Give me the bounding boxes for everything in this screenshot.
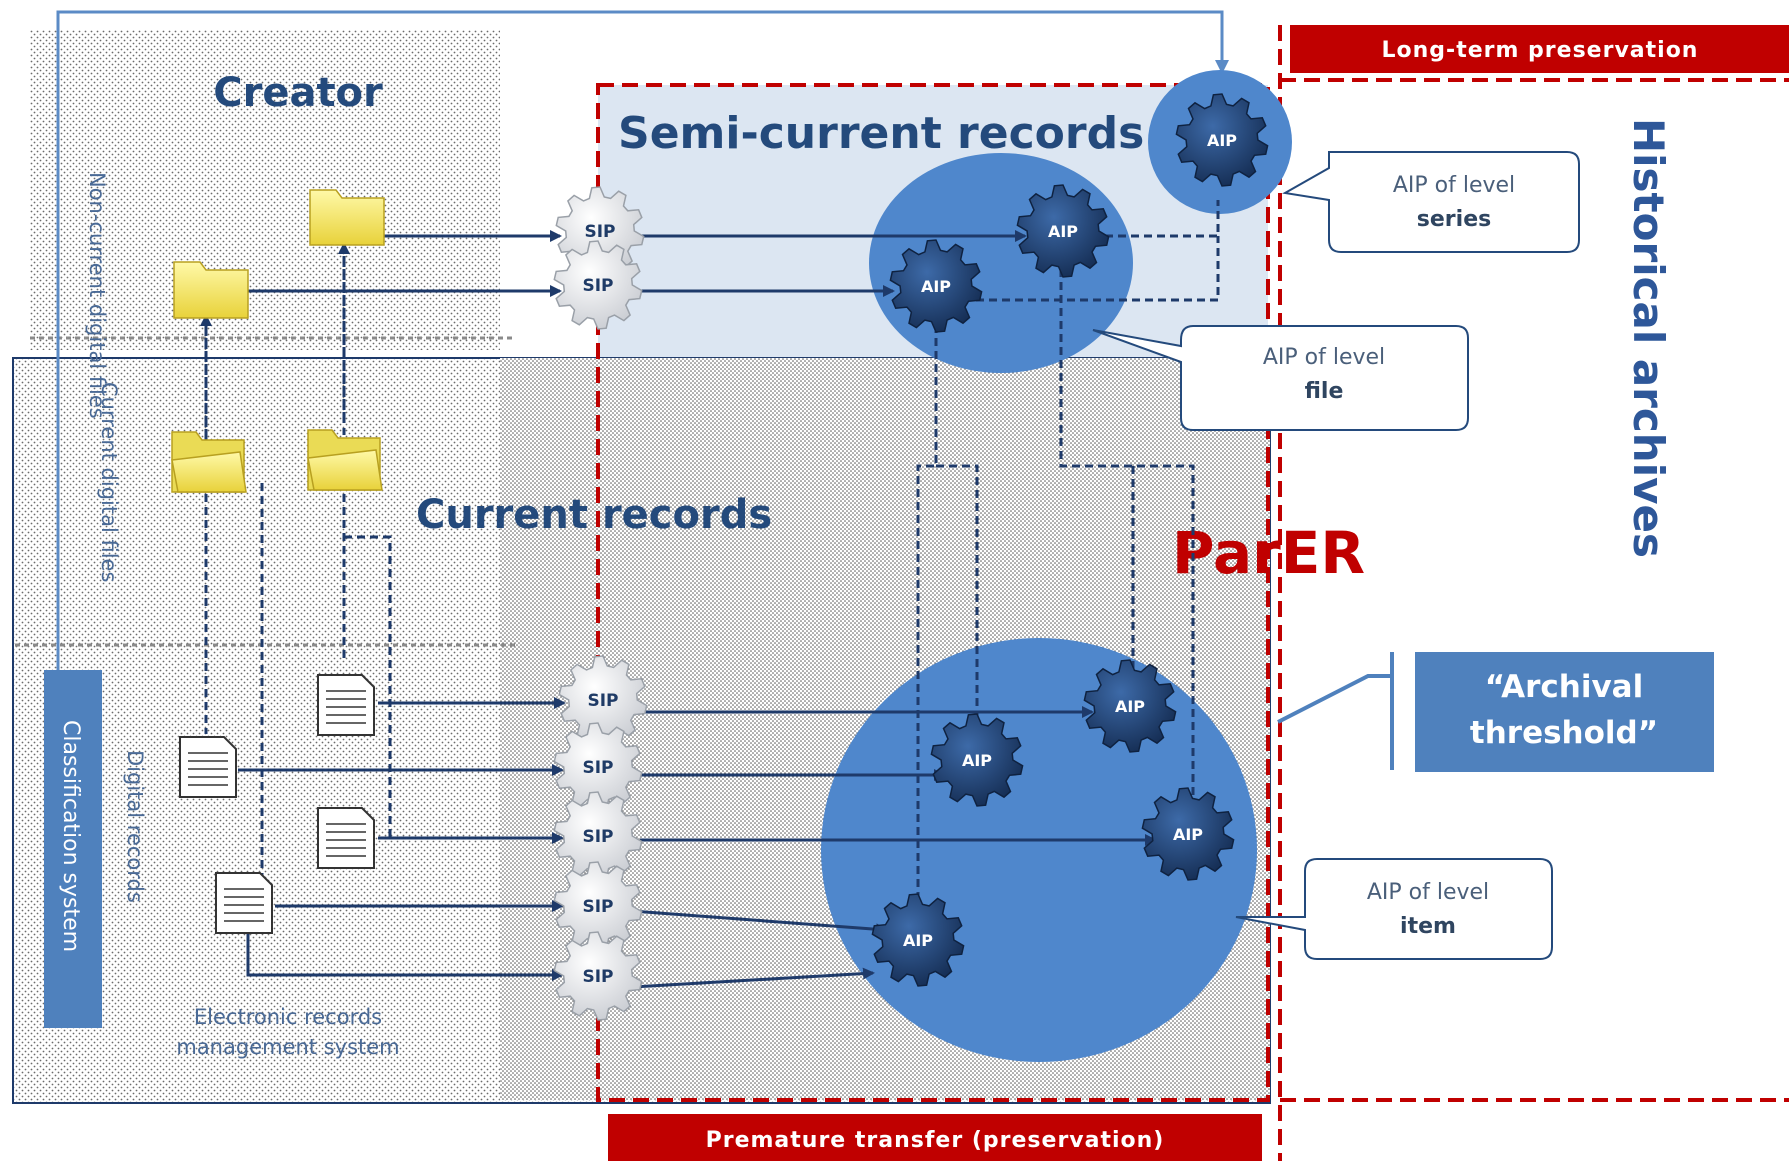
aip-gear-item-2-shape: [930, 713, 1024, 807]
aip-gear-file-2-shape: [889, 239, 983, 333]
archival-threshold-box: [1415, 652, 1714, 772]
sip-gear-2: SIP: [553, 240, 643, 330]
aip-gear-item-2-label: AIP: [962, 751, 992, 770]
premature-banner-text: Premature transfer (preservation): [706, 1128, 1165, 1153]
archival-threshold-bracket: [1277, 652, 1394, 770]
package-gears: SIP SIP SIP SIP SIP SIP SIP AIP AIP AIP AIP AIP AIP A…: [553, 93, 1269, 1021]
sip-gear-3: SIP: [558, 655, 648, 745]
aip-gear-file-1: AIP: [1016, 184, 1110, 278]
aip-gear-item-2: AIP: [930, 713, 1024, 807]
premature-banner: [608, 1114, 1262, 1161]
aip-gear-file-2: AIP: [889, 239, 983, 333]
long-term-banner: [1290, 25, 1789, 73]
sip-gear-6-label: SIP: [582, 897, 613, 917]
aip-gear-item-3-shape: [1141, 787, 1235, 881]
aip-gear-item-4-label: AIP: [903, 931, 933, 950]
current-records-title: Current records: [416, 492, 772, 538]
classification-text: Classification system: [58, 720, 83, 952]
callout-series-line2: series: [1417, 207, 1491, 232]
document-icon-1: [317, 674, 375, 736]
sip-gear-5-label: SIP: [582, 827, 613, 847]
sip-gear-4-label: SIP: [582, 758, 613, 778]
sip-gear-4: SIP: [553, 722, 643, 812]
historical-label: Historical archives: [1624, 118, 1673, 558]
document-icon-4: [215, 872, 273, 934]
digital-records-label: Digital records: [123, 750, 147, 903]
upward-arrows: [200, 242, 350, 440]
flow-arrows: [238, 230, 1157, 989]
sip-gear-2-label: SIP: [582, 276, 613, 296]
parer-frame: [596, 83, 1270, 1102]
erms-label-line2: management system: [176, 1035, 399, 1059]
aip-gear-item-4: AIP: [871, 893, 965, 987]
callout-item-line2: item: [1400, 914, 1456, 939]
long-term-banner-text: Long-term preservation: [1382, 38, 1699, 63]
aip-gear-item-3: AIP: [1141, 787, 1235, 881]
parer-title: ParER: [1172, 519, 1365, 587]
sip-gear-7-shape: [553, 931, 643, 1021]
classification-feedback-line: [56, 10, 1229, 672]
long-term-frame: [1278, 25, 1789, 1161]
archival-threshold-line2: threshold”: [1470, 715, 1658, 751]
sip-gear-7-label: SIP: [582, 967, 613, 987]
classification-box: [44, 670, 102, 1028]
aip-gear-series-label: AIP: [1207, 131, 1237, 150]
archival-threshold-line1: “Archival: [1485, 669, 1643, 705]
aip-gear-file-2-label: AIP: [921, 277, 951, 296]
aip-gear-item-1: AIP: [1083, 659, 1177, 753]
callout-item: AIP of level item: [1235, 858, 1553, 960]
folder-icon-open-1: [171, 431, 247, 493]
aip-gear-file-1-label: AIP: [1048, 222, 1078, 241]
creator-title: Creator: [213, 70, 383, 116]
callout-series: AIP of level series: [1282, 150, 1580, 253]
aip-gear-item-1-label: AIP: [1115, 697, 1145, 716]
non-current-label: Non-current digital files: [85, 172, 109, 419]
current-files-label: Current digital files: [97, 382, 121, 582]
callout-file-line1: AIP of level: [1263, 345, 1385, 370]
creator-area: [30, 30, 500, 350]
sip-gear-7: SIP: [553, 931, 643, 1021]
aip-gear-series-shape: [1175, 93, 1269, 187]
sip-gear-2-shape: [553, 240, 643, 330]
document-icon-3: [317, 807, 375, 869]
aip-gear-item-3-label: AIP: [1173, 825, 1203, 844]
sip-gear-6: SIP: [553, 861, 643, 951]
sip-gear-1-label: SIP: [584, 222, 615, 242]
aip-gear-item-4-shape: [871, 893, 965, 987]
folder-icon-open-2: [307, 429, 383, 491]
sip-gear-3-label: SIP: [587, 691, 618, 711]
folder-icon-closed-1: [173, 261, 249, 319]
aip-gear-file-1-shape: [1016, 184, 1110, 278]
callout-item-line1: AIP of level: [1367, 880, 1489, 905]
callout-file-line2: file: [1305, 379, 1344, 404]
folder-icon-closed-2: [309, 189, 385, 246]
aip-gear-item-1-shape: [1083, 659, 1177, 753]
erms-label-line1: Electronic records: [194, 1005, 382, 1029]
aip-gear-series: AIP: [1175, 93, 1269, 187]
document-icon-2: [179, 736, 237, 798]
callout-series-line1: AIP of level: [1393, 173, 1515, 198]
callout-file: AIP of level file: [1092, 325, 1469, 431]
semi-current-title: Semi-current records: [618, 108, 1144, 159]
